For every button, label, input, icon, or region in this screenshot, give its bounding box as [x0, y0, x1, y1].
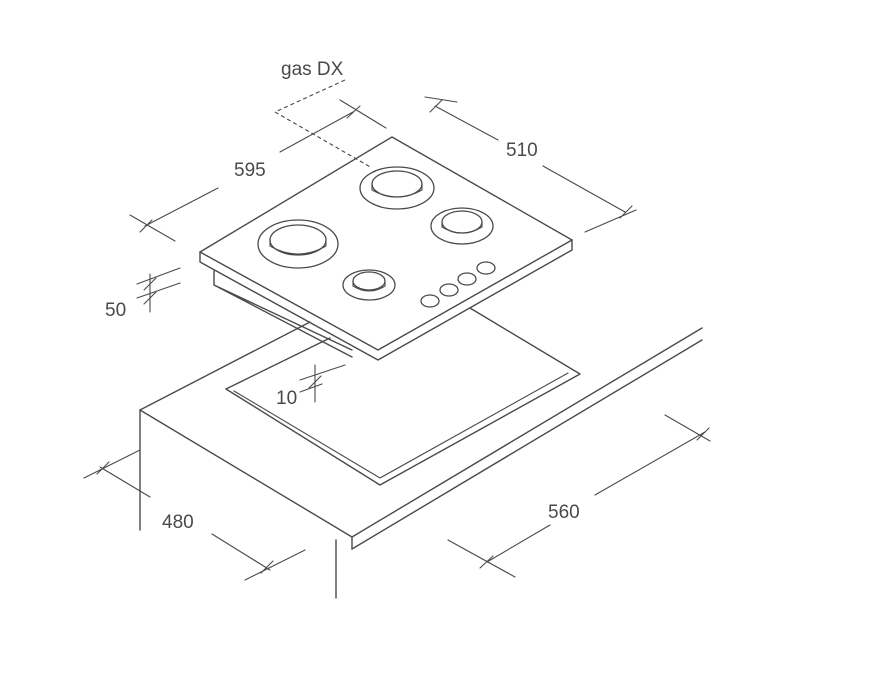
knob-1 [420, 294, 440, 308]
gas-hob [199, 136, 573, 361]
dimension-cutout-depth: 480 [83, 449, 306, 581]
dimension-cutout-width-label: 560 [548, 502, 580, 523]
cutout-back-edge [225, 337, 331, 390]
dimension-hob-width: 595 [129, 99, 387, 242]
countertop-front-lower-edge [351, 339, 703, 550]
gas-connection-dashed-line [273, 79, 373, 169]
gas-connection-indicator: gas DX [273, 59, 373, 169]
burner-back-right [359, 166, 435, 210]
dimension-hob-height: 50 [105, 267, 181, 321]
countertop [139, 321, 703, 599]
burner-large [257, 219, 339, 269]
countertop-top-edge-front [139, 327, 703, 538]
dimension-hob-height-label: 50 [105, 300, 126, 321]
burner-right [430, 207, 494, 245]
hob-top-thickness [199, 239, 573, 361]
control-knobs [420, 261, 496, 308]
knob-2 [439, 283, 459, 297]
cutout-inner-edge [233, 372, 569, 479]
dimension-cutout-depth-label: 480 [162, 512, 194, 533]
dimension-hob-depth-label: 510 [506, 140, 538, 161]
dimension-cutout-margin-label: 10 [276, 388, 297, 409]
cutout-outline [225, 307, 581, 486]
dimension-cutout-margin: 10 [276, 364, 346, 409]
hob-body-underside [213, 270, 353, 358]
dimension-hob-depth: 510 [424, 96, 637, 233]
countertop-cutout [225, 307, 581, 486]
dimension-hob-width-label: 595 [234, 160, 266, 181]
gas-connection-label: gas DX [281, 59, 344, 80]
burner-small [342, 269, 396, 301]
knob-4 [476, 261, 496, 275]
hob-top-surface [199, 136, 573, 351]
knob-3 [457, 272, 477, 286]
dimension-cutout-width: 560 [447, 414, 711, 578]
countertop-top-edge-back [139, 321, 311, 411]
